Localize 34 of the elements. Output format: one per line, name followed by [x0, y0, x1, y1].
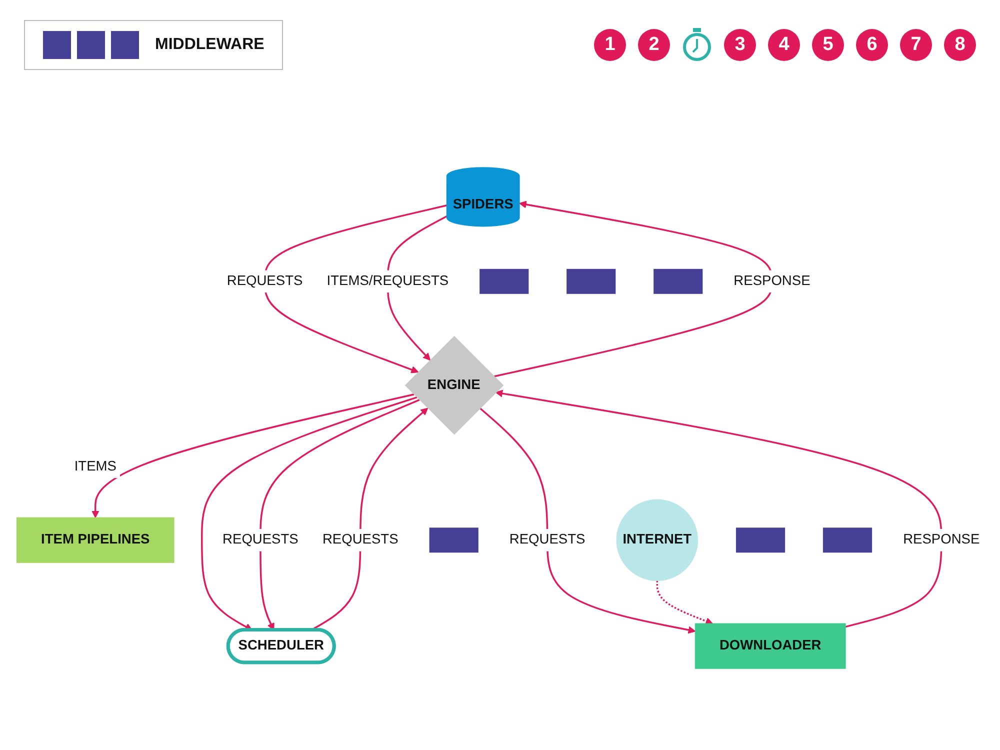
callout-number: 8: [944, 29, 976, 61]
node-diamond: ENGINE: [404, 336, 504, 435]
node-box: ITEM PIPELINES: [16, 517, 174, 563]
arrow: [656, 580, 713, 625]
node-box: [822, 528, 872, 553]
arrow: [479, 407, 696, 634]
arrow: [495, 390, 942, 628]
node-box: [429, 528, 478, 553]
node-circle: INTERNET: [616, 499, 698, 582]
callout-number: 1: [594, 29, 626, 61]
callout-number: 2: [638, 29, 670, 61]
edge-label: RESPONSE: [734, 274, 810, 288]
edge-label: REQUESTS: [222, 532, 298, 548]
edge-label: REQUESTS: [226, 274, 303, 288]
edge-label: REQUESTS: [509, 532, 586, 548]
callout-number: 5: [812, 29, 844, 61]
legend-label: MIDDLEWARE: [155, 36, 264, 54]
node-box: DOWNLOADER: [694, 623, 846, 669]
callout-number: 6: [856, 29, 888, 61]
node-box: [480, 268, 529, 294]
edge-label: ITEMS/REQUESTS: [326, 274, 449, 288]
callout-number: 7: [900, 29, 932, 61]
node-box: [654, 268, 703, 294]
arrow: [201, 396, 418, 630]
callout-number: 3: [724, 29, 756, 61]
node-box: [566, 268, 616, 294]
callout-number: 4: [768, 29, 800, 61]
edge-label: ITEMS: [74, 459, 116, 474]
edge-label: RESPONSE: [903, 532, 980, 548]
arrow: [260, 399, 420, 630]
arrow: [494, 200, 773, 378]
node-box: [736, 528, 786, 553]
edge-label: REQUESTS: [322, 532, 398, 548]
arrow: [92, 394, 414, 518]
